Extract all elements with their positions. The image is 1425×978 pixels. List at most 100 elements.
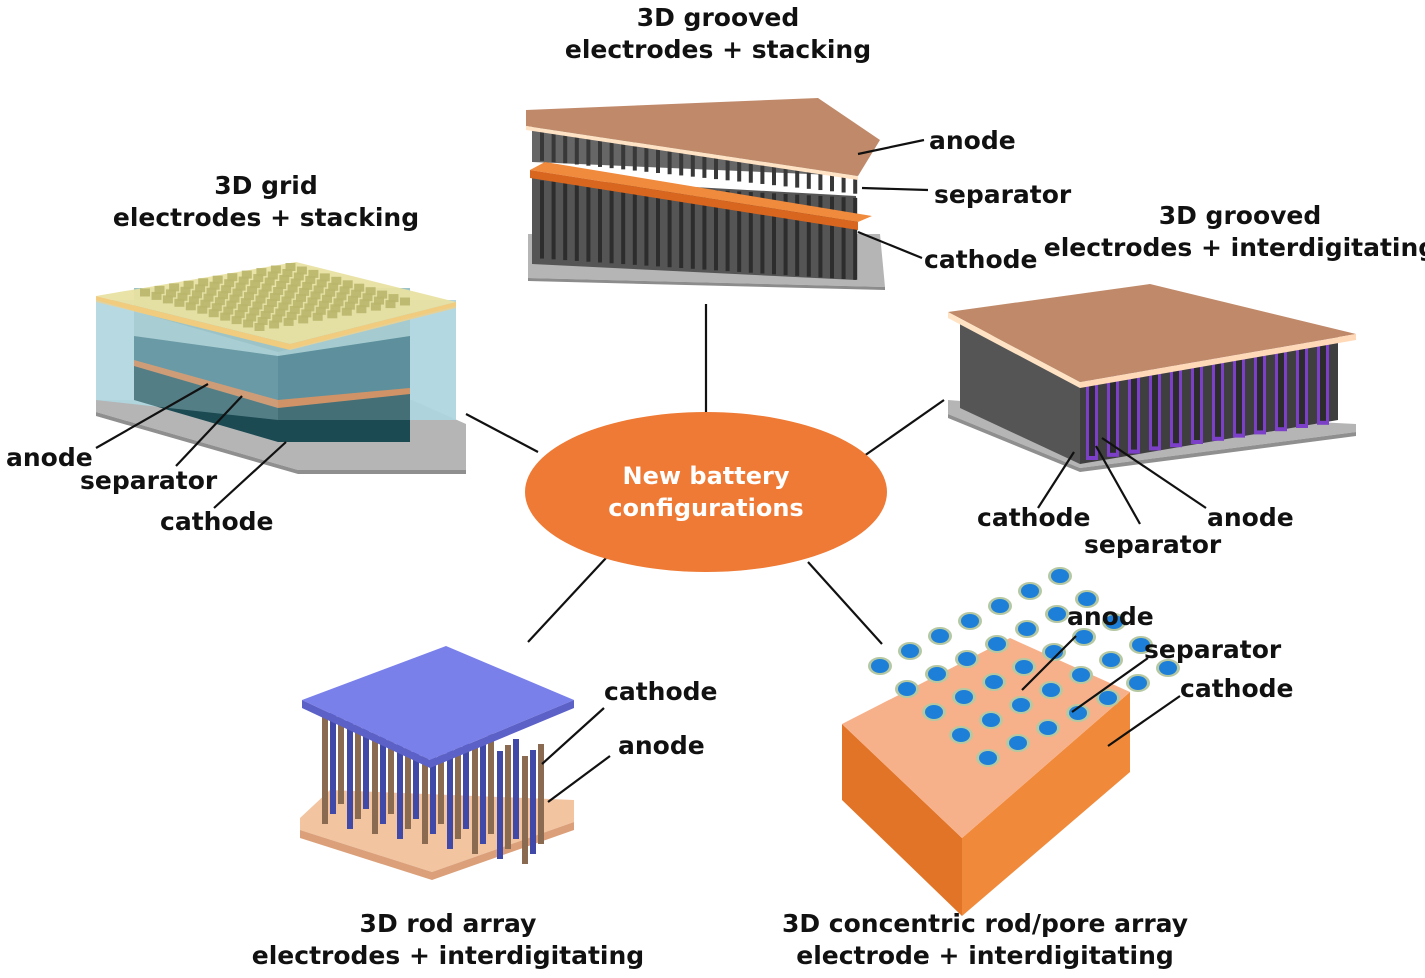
connector-lines	[465, 304, 945, 645]
pore-anode	[1018, 622, 1036, 636]
label-separator: separator	[1144, 635, 1282, 664]
grid-cell	[244, 292, 254, 301]
rod-cathode	[405, 725, 411, 829]
finger-anode	[1257, 344, 1263, 431]
grid-cell	[192, 290, 202, 299]
grid-cell	[374, 296, 384, 305]
grid-cell	[377, 290, 388, 299]
grid-cell	[322, 294, 332, 303]
grid-cell	[211, 303, 222, 312]
groove-lower	[574, 182, 579, 261]
grid-cell	[166, 289, 176, 298]
grid-cell	[253, 274, 264, 283]
connector-bottom-right	[807, 561, 883, 645]
grid-cell	[224, 279, 235, 288]
rod-anode	[380, 720, 386, 824]
rod-cathode	[355, 715, 361, 819]
rod-anode	[497, 751, 503, 859]
grid-cell	[151, 291, 162, 300]
grid-cell	[281, 296, 292, 305]
grid-cell	[206, 287, 217, 296]
rod-cathode	[338, 704, 344, 804]
label-cathode: cathode	[160, 507, 273, 536]
hub-label-line1: New battery	[623, 462, 790, 490]
finger-anode	[1299, 338, 1305, 424]
groove-lower	[795, 194, 800, 276]
label-cathode: cathode	[977, 503, 1090, 532]
rod-anode	[530, 750, 536, 854]
grid-cell	[362, 293, 373, 302]
groove-lower	[598, 183, 602, 263]
grid-cell	[203, 293, 214, 302]
grid-cell	[226, 300, 237, 309]
panel-grooved-stacking: 3D grooved electrodes + stacking anode s…	[526, 3, 1072, 290]
grid-cell	[237, 304, 248, 313]
grid-cell	[299, 287, 310, 296]
grid-cell	[278, 302, 289, 311]
label-cathode: cathode	[1180, 674, 1293, 703]
grid-cell	[209, 281, 220, 290]
pore-anode	[988, 637, 1006, 651]
grid-cell	[327, 310, 338, 319]
grid-cell	[331, 276, 342, 285]
label-anode: anode	[929, 126, 1016, 155]
pore-anode	[961, 614, 979, 628]
grid-cell	[325, 288, 336, 297]
rod-cathode	[522, 756, 528, 864]
rod-cathode	[538, 744, 544, 844]
panel-concentric-pore-array: 3D concentric rod/pore array electrode +…	[782, 567, 1293, 970]
grid-cell	[252, 301, 263, 310]
panel-title-line2: electrode + interdigitating	[796, 941, 1174, 970]
connector-left	[465, 413, 539, 453]
panel-grid-stacking: 3D grid electrodes + stacking anode sepa…	[6, 171, 466, 536]
rod-cathode	[372, 726, 378, 834]
pore-anode	[991, 599, 1009, 613]
grid-cell	[234, 310, 245, 319]
grid-cell	[241, 270, 252, 279]
grid-cell	[356, 305, 367, 314]
label-anode: anode	[1207, 503, 1294, 532]
grid-cell	[296, 293, 306, 302]
pore-anode	[979, 751, 997, 765]
groove-upper	[540, 126, 544, 161]
grid-cell	[336, 292, 347, 301]
grid-cell	[273, 287, 284, 295]
label-cathode: cathode	[604, 677, 717, 706]
grid-cell	[208, 309, 219, 318]
grid-cell	[287, 284, 298, 293]
grid-cell	[255, 295, 266, 304]
grid-cell	[177, 292, 188, 301]
pore-anode	[1132, 638, 1150, 652]
grid-cell	[279, 275, 290, 283]
rod-cathode	[388, 714, 394, 814]
groove-upper	[679, 141, 684, 176]
grid-cell	[286, 311, 297, 320]
grid-cell	[243, 319, 254, 328]
groove-lower	[737, 191, 742, 272]
rod-anode	[330, 710, 336, 814]
groove-lower	[644, 186, 649, 266]
grid-cell	[319, 273, 330, 282]
pore-anode	[1129, 676, 1147, 690]
pore-anode	[1051, 569, 1069, 583]
finger-anode	[1278, 341, 1284, 428]
rod-cathode	[505, 745, 511, 849]
panel-title-line1: 3D concentric rod/pore array	[782, 909, 1188, 938]
grid-cell	[249, 307, 260, 316]
hub: New battery configurations	[525, 412, 887, 572]
grid-cell	[250, 280, 261, 289]
grid-stack-illustration	[96, 262, 466, 474]
pore-anode	[982, 713, 1000, 727]
grid-cell	[154, 285, 165, 294]
grid-cell	[261, 283, 272, 292]
pore-anode	[931, 629, 949, 643]
grid-cell	[257, 317, 268, 325]
grid-cell	[246, 313, 257, 322]
pore-anode	[1015, 660, 1033, 674]
groove-lower	[621, 184, 626, 265]
grid-cell	[218, 291, 228, 300]
groove-upper	[551, 128, 556, 163]
pore-anode	[1159, 661, 1177, 675]
groove-lower	[551, 181, 556, 260]
grid-cell	[221, 285, 232, 294]
